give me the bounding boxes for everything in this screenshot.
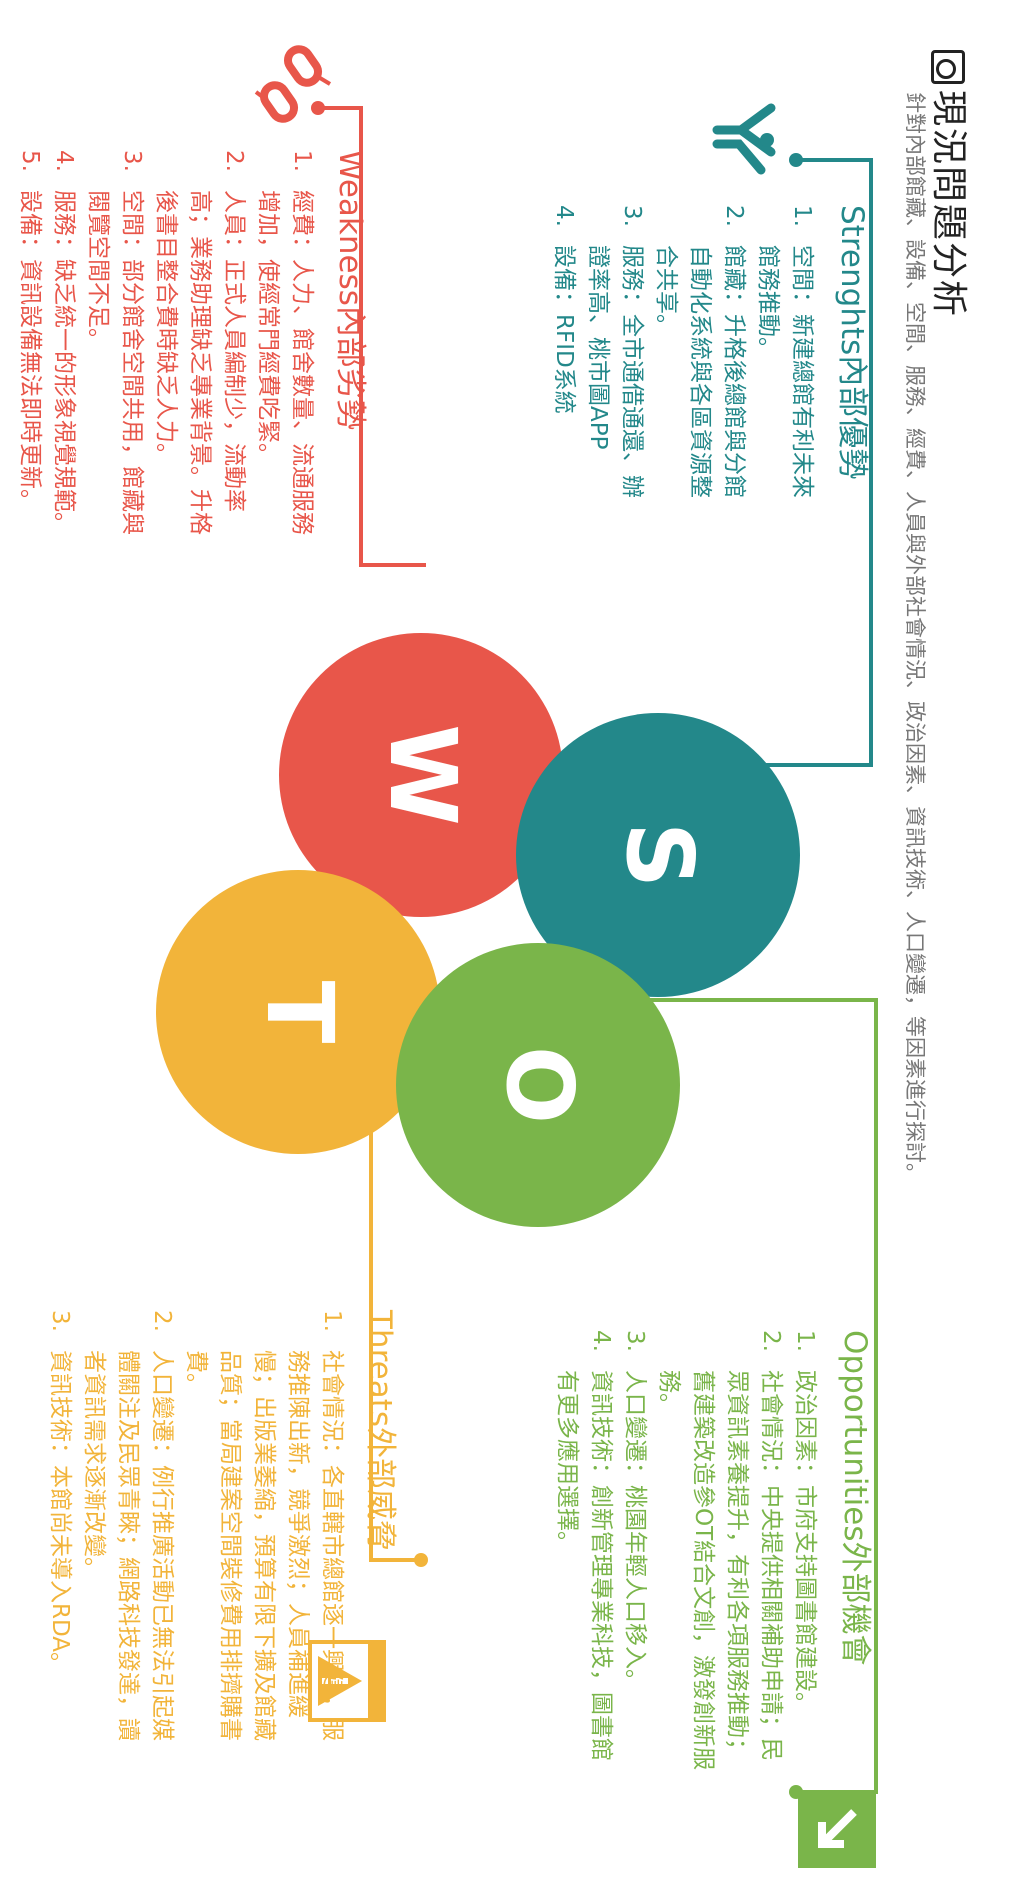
opportunities-badge [798,1790,876,1868]
strengths-list: 1.空間：新建總館有利未來館務推動。 2.館藏：升格後總館與分館自動化系統與各區… [547,205,819,505]
threats-title: Threats外部威脅 [362,1310,398,1552]
list-item: 5.設備：資訊設備無法即時更新。 [17,150,43,512]
weakness-title: Weakness內部劣勢 [332,150,368,430]
check-person-icon [712,103,776,175]
strengths-letter: S [606,822,713,888]
weakness-block: Weakness內部劣勢 1.經費：人力、館舍數量、流通服務增加，使經常門經費吃… [13,150,376,550]
weakness-connector-dot [311,101,325,115]
list-item: 1.政治因素：市府支持圖書館建設。 [792,1330,818,1715]
list-item: 4.服務：缺乏統一的形象視覺規範。 [51,150,77,535]
opportunities-list: 1.政治因素：市府支持圖書館建設。 2.社會情況：中央提供相關補助申請；民眾資訊… [550,1330,822,1780]
opportunities-letter: O [486,1046,593,1124]
list-item: 2.人口變遷：例行推廣活動已無法引起媒體關注及民眾青睞；網路科技發達，讀者資訊需… [81,1310,175,1741]
list-item: 3.人口變遷：桃園年輕人口移入。 [622,1330,648,1692]
weakness-letter: W [369,724,476,825]
list-item: 4.設備：RFID系統 [551,205,577,414]
list-item: 1.經費：人力、館舍數量、流通服務增加，使經常門經費吃緊。 [255,150,315,535]
opportunities-circle [396,943,680,1227]
threats-circle [156,870,440,1154]
opportunities-title: Opportunities外部機會 [837,1330,873,1666]
list-item: 4.資訊技術：創新管理專業科技，圖書館有更多應用選擇。 [554,1330,614,1761]
list-item: 2.館藏：升格後總館與分館自動化系統與各區資源整合共享。 [653,205,747,498]
strengths-connector-dot [789,153,803,167]
opportunities-block: Opportunities外部機會 1.政治因素：市府支持圖書館建設。 2.社會… [550,1330,881,1780]
list-item: 2.社會情況：中央提供相關補助申請；民眾資訊素養提升，有利各項服務推動；舊建築改… [656,1330,784,1771]
list-item: 1.空間：新建總館有利未來館務推動。 [755,205,815,498]
threats-connector-dot [414,1553,428,1567]
threats-badge [308,1640,386,1722]
weakness-list: 1.經費：人力、館舍數量、流通服務增加，使經常門經費吃緊。 2.人員：正式人員編… [13,150,319,550]
warning-window-icon [318,1656,362,1706]
strengths-block: Strenghts內部優勢 1.空間：新建總館有利未來館務推動。 2.館藏：升格… [547,205,878,505]
strengths-circle [516,713,800,997]
weakness-circle [279,633,563,917]
list-item: 3.資訊技術：本館尚未導入RDA。 [47,1310,73,1676]
broken-chain-icon [254,45,332,123]
list-item: 3.空間：部分館舍空間共用，館藏與閱覽空間不足。 [85,150,145,535]
strengths-title: Strenghts內部優勢 [834,205,870,480]
threats-list: 1.社會情況：各直轄市總館逐一興建，服務推陳出新，競爭激烈；人員補進緩慢；出版業… [43,1310,349,1750]
list-item: 1.社會情況：各直轄市總館逐一興建，服務推陳出新，競爭激烈；人員補進緩慢；出版業… [183,1310,345,1741]
weakness-connector [318,106,426,567]
list-item: 2.人員：正式人員編制少，流動率高；業務助理缺乏專業背景。升格後書目整合費時缺乏… [153,150,247,535]
threats-block: Threats外部威脅 1.社會情況：各直轄市總館逐一興建，服務推陳出新，競爭激… [43,1310,406,1750]
threats-letter: T [246,981,353,1044]
list-item: 3.服務：全市通借通還、辦證率高、桃市圖APP [585,205,645,498]
arrow-down-right-icon [818,1809,857,1848]
strengths-connector [721,158,873,767]
